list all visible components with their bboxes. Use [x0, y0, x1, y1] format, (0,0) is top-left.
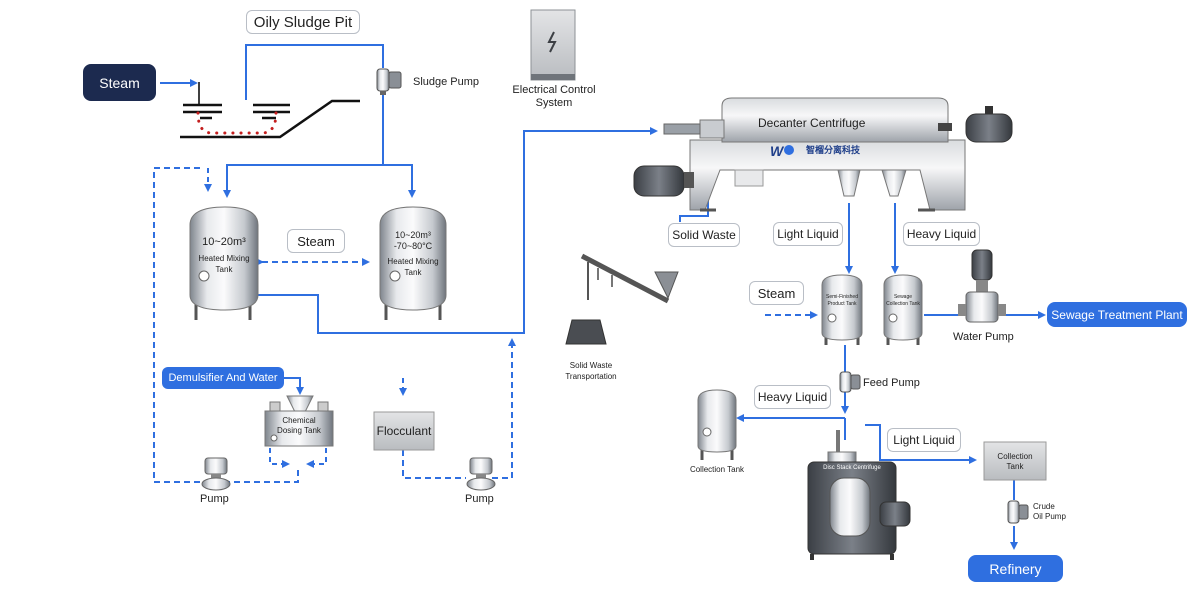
disc-stack-centrifuge-icon	[807, 430, 911, 560]
pit-plate-right	[253, 103, 290, 114]
tank2-name-line1: Heated Mixing	[387, 257, 439, 266]
sludge-heating-coil	[196, 111, 278, 135]
collection-tank-left-icon	[697, 389, 737, 460]
sewage-treatment-button[interactable]: Sewage Treatment Plant	[1047, 302, 1187, 327]
sewage-collection-tank-label: Sewage Collection Tank	[884, 294, 922, 308]
chemical-line2: Dosing Tank	[277, 426, 321, 435]
electrical-cabinet-icon	[530, 9, 576, 81]
oily-sludge-pit	[180, 82, 360, 139]
solid-waste-label: Solid Waste	[668, 223, 740, 247]
tank2-name: Heated Mixing Tank	[381, 256, 445, 278]
water-pump-label: Water Pump	[953, 331, 1014, 343]
flocculant-tank-icon	[373, 411, 435, 451]
brand-cn-label: 智榴分离科技	[806, 145, 861, 155]
chemical-line1: Chemical	[282, 416, 316, 425]
pump-left-icon	[201, 457, 231, 491]
tank1-capacity: 10~20m³	[202, 236, 246, 248]
brand-logo-icon: W	[770, 143, 785, 159]
collection-right-line2: Tank	[1006, 462, 1024, 471]
chemical-dosing-tank-icon	[264, 395, 334, 447]
feed-pump-icon	[839, 371, 861, 393]
mixing-tank-1-icon	[189, 206, 259, 320]
crude-pump-line1: Crude	[1033, 502, 1055, 511]
steam-label-right: Steam	[749, 281, 804, 305]
flocculant-label: Flocculant	[376, 424, 432, 438]
tank2-temp: -70~80°C	[393, 241, 433, 251]
demulsifier-button[interactable]: Demulsifier And Water	[162, 367, 284, 389]
collection-tank-left-label: Collection Tank	[689, 465, 745, 474]
tank2-name-line2: Tank	[404, 268, 422, 277]
heavy-liquid-label-bottom: Heavy Liquid	[754, 385, 831, 409]
chemical-dosing-label: Chemical Dosing Tank	[265, 416, 333, 436]
tanks-to-decanter-line	[258, 127, 658, 334]
tank1-name-line1: Heated Mixing	[198, 254, 250, 263]
solid-transport-line2: Transportation	[565, 372, 617, 381]
semi-finished-line2: Product Tank	[827, 301, 857, 307]
pit-plate-left	[183, 103, 222, 114]
pit-to-pump-line	[245, 44, 384, 100]
sludge-pump-label: Sludge Pump	[413, 76, 480, 88]
crude-oil-pump-label: Crude Oil Pump	[1033, 502, 1079, 522]
heavy-liquid-label-top: Heavy Liquid	[903, 222, 980, 246]
mixing-tank-2-icon	[379, 206, 447, 320]
disc-centrifuge-label: Disc Stack Centrifuge	[823, 465, 881, 471]
flocculant-to-pump-line	[402, 450, 466, 479]
semi-finished-tank-label: Semi-Finished Product Tank	[822, 294, 862, 308]
collection-tank-right-label: Collection Tank	[984, 452, 1046, 472]
electrical-control-line1: Electrical Control	[512, 84, 596, 96]
light-to-collection-line	[865, 424, 977, 464]
pump-to-tank2-line	[383, 164, 416, 198]
solid-waste-out-line	[679, 200, 709, 222]
tank2-capacity: 10~20m³	[395, 230, 431, 240]
solid-transport-line1: Solid Waste	[569, 361, 613, 370]
dosing-out-left	[269, 448, 290, 468]
steam-button[interactable]: Steam	[83, 64, 156, 101]
refinery-button[interactable]: Refinery	[968, 555, 1063, 582]
flow-lines	[153, 44, 1046, 550]
feed-pump-label: Feed Pump	[863, 377, 920, 389]
pump-to-tank1-line	[223, 92, 384, 198]
dosing-out-right	[306, 448, 327, 468]
demulsifier-feed-line	[283, 377, 304, 395]
pit-floor	[180, 99, 360, 139]
sewage-collection-tank-icon	[883, 274, 923, 345]
decanter-centrifuge-icon	[633, 97, 1013, 212]
brand-logo-dot-icon	[784, 145, 794, 155]
pump-right-feed-line	[492, 338, 516, 479]
solid-waste-transport-label: Solid Waste Transportation	[545, 360, 637, 382]
electrical-control-label: Electrical Control System	[508, 84, 600, 110]
crude-oil-pump-icon	[1007, 500, 1029, 524]
collection-right-line1: Collection	[997, 452, 1033, 461]
pump-left-label: Pump	[200, 493, 229, 505]
tank1-name: Heated Mixing Tank	[193, 253, 255, 275]
pump-right-icon	[466, 457, 496, 491]
collection-tank-right-icon	[983, 441, 1047, 481]
recirculation-line	[153, 167, 299, 483]
electrical-control-line2: System	[535, 97, 573, 109]
pump-right-label: Pump	[465, 493, 494, 505]
decanter-label: Decanter Centrifuge	[758, 116, 866, 130]
sludge-pump-icon	[376, 68, 402, 95]
crude-pump-line2: Oil Pump	[1033, 512, 1066, 521]
conveyor-icon	[565, 253, 679, 345]
oily-sludge-pit-title: Oily Sludge Pit	[246, 10, 360, 34]
semi-finished-line1: Semi-Finished	[826, 294, 858, 300]
semi-finished-tank-icon	[821, 274, 863, 345]
light-liquid-label-top: Light Liquid	[773, 222, 843, 246]
sewage-collection-line2: Collection Tank	[886, 301, 920, 307]
steam-label-mid: Steam	[287, 229, 345, 253]
sewage-collection-line1: Sewage	[893, 294, 913, 300]
light-liquid-label-bottom: Light Liquid	[887, 428, 961, 452]
water-pump-icon	[958, 249, 1006, 323]
tank1-name-line2: Tank	[215, 265, 233, 274]
